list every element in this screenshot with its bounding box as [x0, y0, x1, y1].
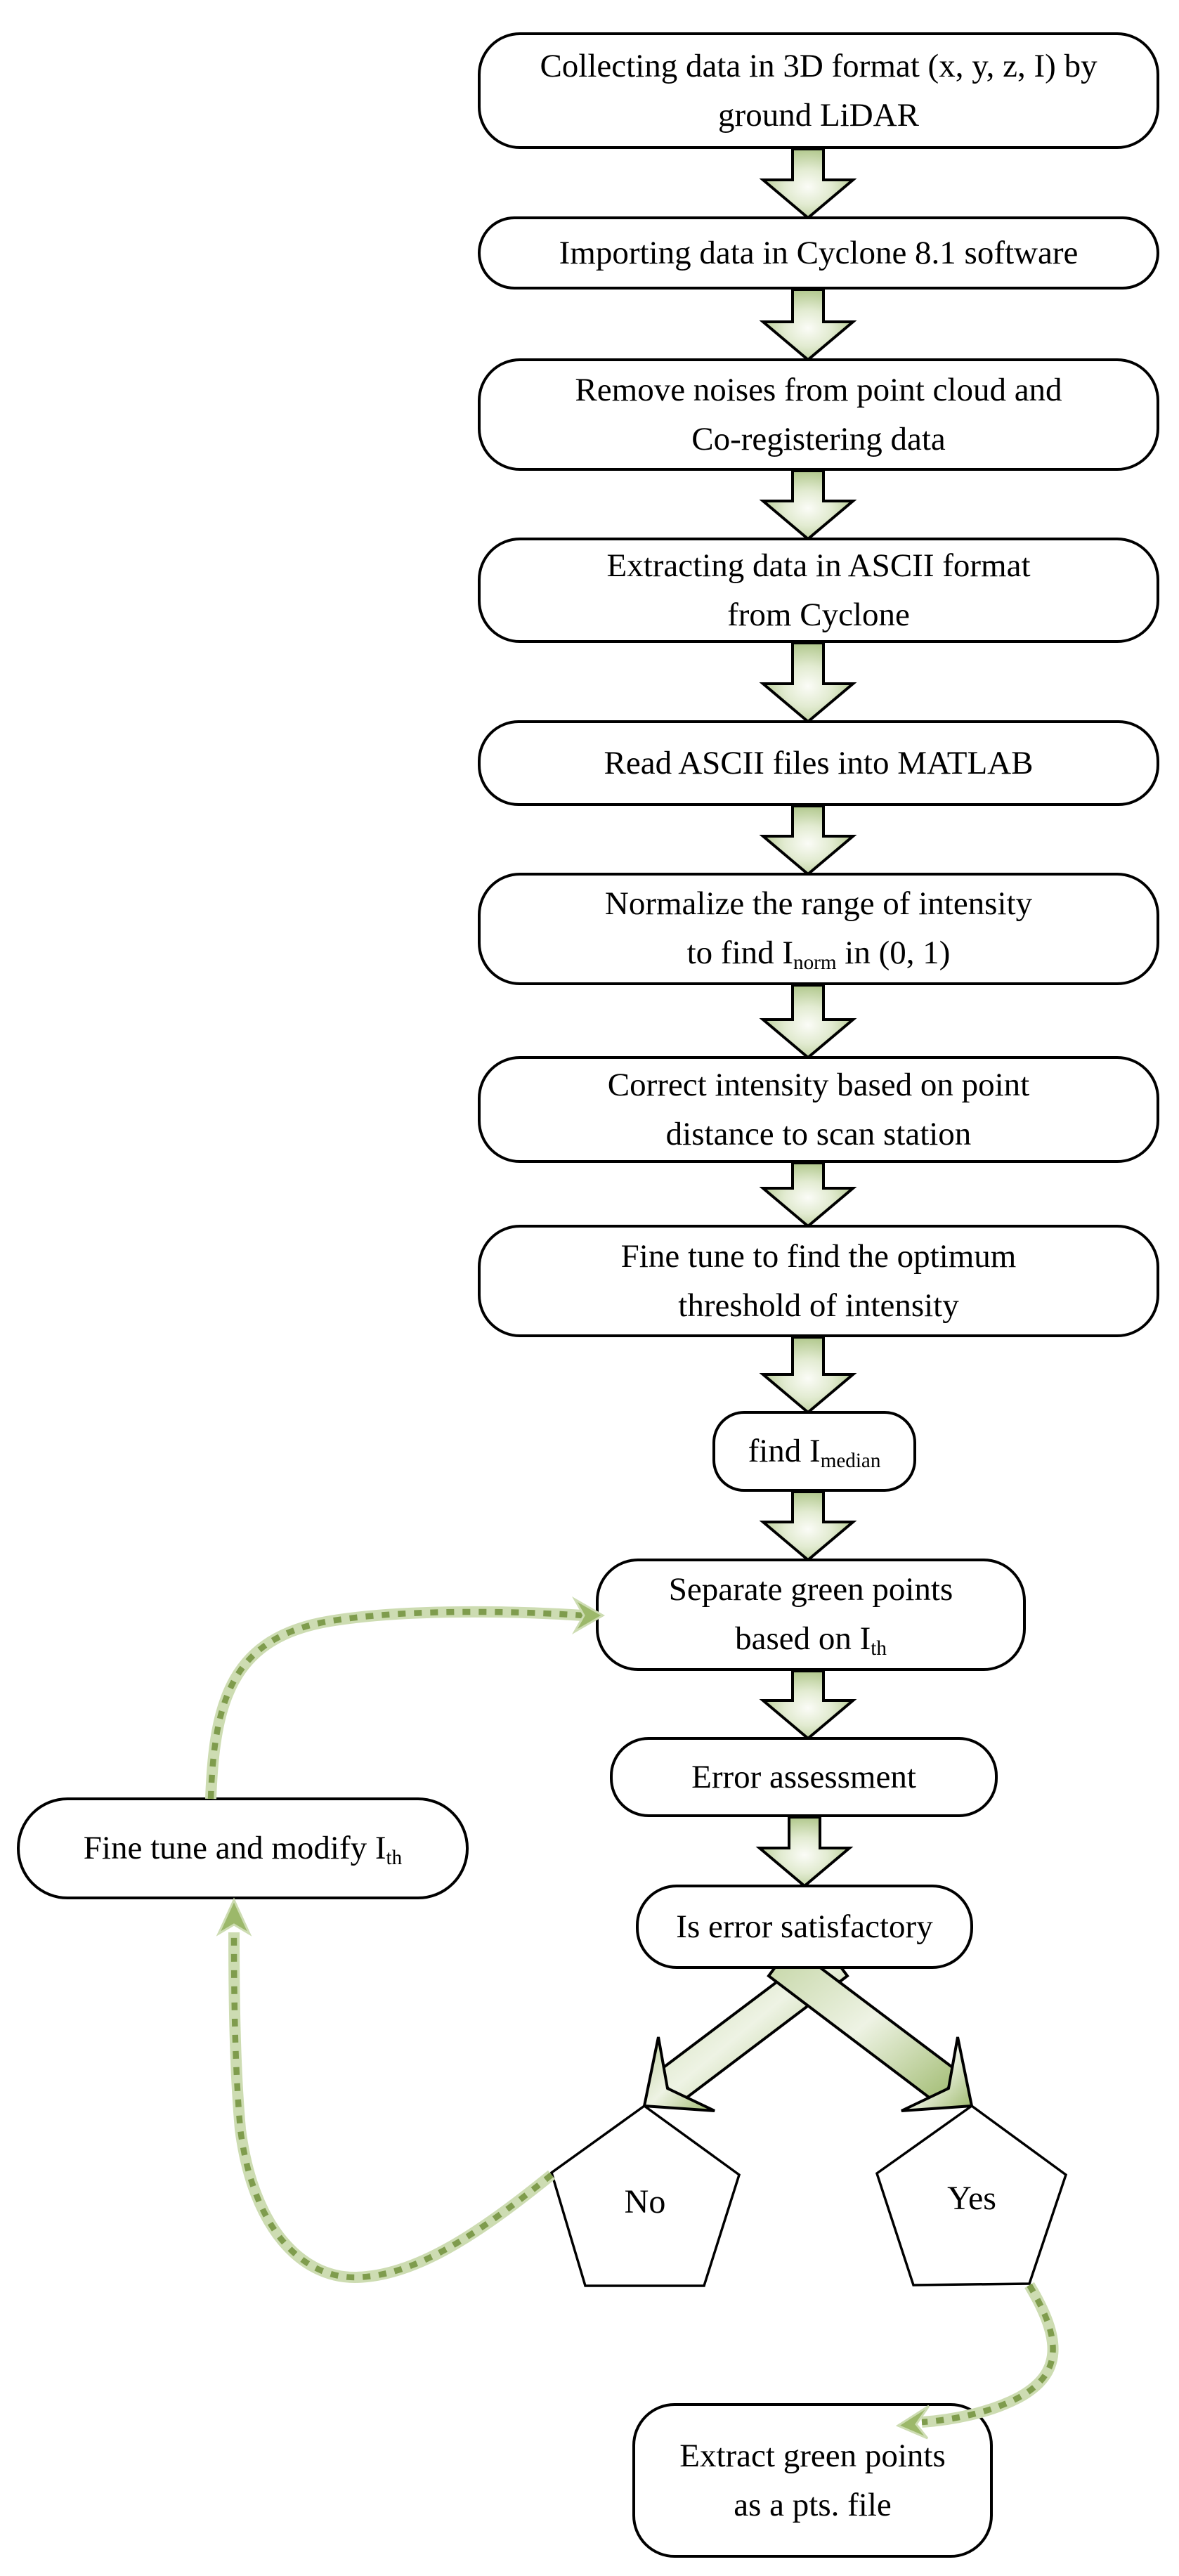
- node-text: Fine tune and modify Ith: [83, 1829, 403, 1869]
- branch-shaft-no: [654, 1944, 849, 2105]
- subscript: th: [386, 1846, 403, 1869]
- down-arrow-icon: [759, 1670, 857, 1741]
- node-is-error-satisfactory: Is error satisfactory: [636, 1885, 973, 1969]
- node-remove-noise: Remove noises from point cloud and Co-re…: [478, 358, 1159, 471]
- down-arrow-icon: [759, 1490, 857, 1562]
- node-error-assessment: Error assessment: [610, 1737, 998, 1817]
- node-text: Normalize the range of intensity: [604, 885, 1033, 922]
- node-text: to find Inorm in (0, 1): [686, 935, 951, 975]
- subscript: th: [871, 1637, 887, 1660]
- node-text: Is error satisfactory: [676, 1908, 933, 1945]
- node-text: as a pts. file: [734, 2487, 892, 2523]
- node-text: Extract green points: [679, 2437, 946, 2474]
- down-arrow-icon: [759, 1336, 857, 1414]
- pentagon-label-no: No: [624, 2183, 666, 2220]
- node-collect-data: Collecting data in 3D format (x, y, z, I…: [478, 32, 1159, 149]
- pentagon-label-yes: Yes: [947, 2179, 996, 2217]
- node-text: Collecting data in 3D format (x, y, z, I…: [540, 47, 1097, 84]
- loop-arrow-modify-to-separate: [205, 1596, 606, 1800]
- subscript: median: [820, 1449, 881, 1472]
- down-arrow-icon: [759, 148, 857, 220]
- node-text: distance to scan station: [665, 1116, 972, 1152]
- subscript: norm: [793, 951, 837, 975]
- node-text: Extracting data in ASCII format: [606, 547, 1031, 584]
- node-text: threshold of intensity: [678, 1287, 959, 1324]
- node-finetune-threshold: Fine tune to find the optimum threshold …: [478, 1225, 1159, 1337]
- node-text: Read ASCII files into MATLAB: [604, 744, 1034, 781]
- node-extract-ascii: Extracting data in ASCII format from Cyc…: [478, 538, 1159, 643]
- loop-arrow-no-to-modify: [216, 1897, 556, 2284]
- down-arrow-icon: [759, 469, 857, 541]
- down-arrow-icon: [759, 642, 857, 724]
- down-arrow-icon: [759, 984, 857, 1060]
- node-text: Remove noises from point cloud and: [575, 371, 1062, 408]
- node-extract-pts-file: Extract green points as a pts. file: [632, 2403, 993, 2558]
- node-text: find Imedian: [748, 1432, 881, 1472]
- down-arrow-icon: [755, 1816, 854, 1888]
- down-arrow-icon: [759, 805, 857, 876]
- node-text: Fine tune to find the optimum: [620, 1237, 1017, 1275]
- down-arrow-icon: [759, 288, 857, 362]
- node-text: Correct intensity based on point: [607, 1066, 1030, 1103]
- node-text: Error assessment: [691, 1758, 916, 1795]
- node-find-median: find Imedian: [712, 1411, 916, 1492]
- node-import-cyclone: Importing data in Cyclone 8.1 software: [478, 216, 1159, 290]
- node-normalize-intensity: Normalize the range of intensity to find…: [478, 873, 1159, 985]
- branch-shaft-yes: [767, 1944, 962, 2105]
- dashed-arrowhead-up-icon: [216, 1897, 252, 1937]
- node-modify-threshold: Fine tune and modify Ith: [17, 1797, 469, 1899]
- node-text: Co-registering data: [691, 421, 946, 457]
- node-text: ground LiDAR: [718, 97, 919, 134]
- node-text: Separate green points: [668, 1570, 953, 1608]
- branch-arrowhead-no-icon: [642, 2036, 715, 2112]
- node-read-matlab: Read ASCII files into MATLAB: [478, 720, 1159, 806]
- node-separate-green-points: Separate green points based on Ith: [596, 1559, 1026, 1671]
- node-correct-intensity: Correct intensity based on point distanc…: [478, 1056, 1159, 1163]
- down-arrow-icon: [759, 1162, 857, 1228]
- branch-arrowhead-yes-icon: [901, 2036, 974, 2112]
- node-text: from Cyclone: [727, 597, 910, 633]
- node-text: Importing data in Cyclone 8.1 software: [559, 234, 1079, 271]
- node-text: based on Ith: [735, 1620, 887, 1660]
